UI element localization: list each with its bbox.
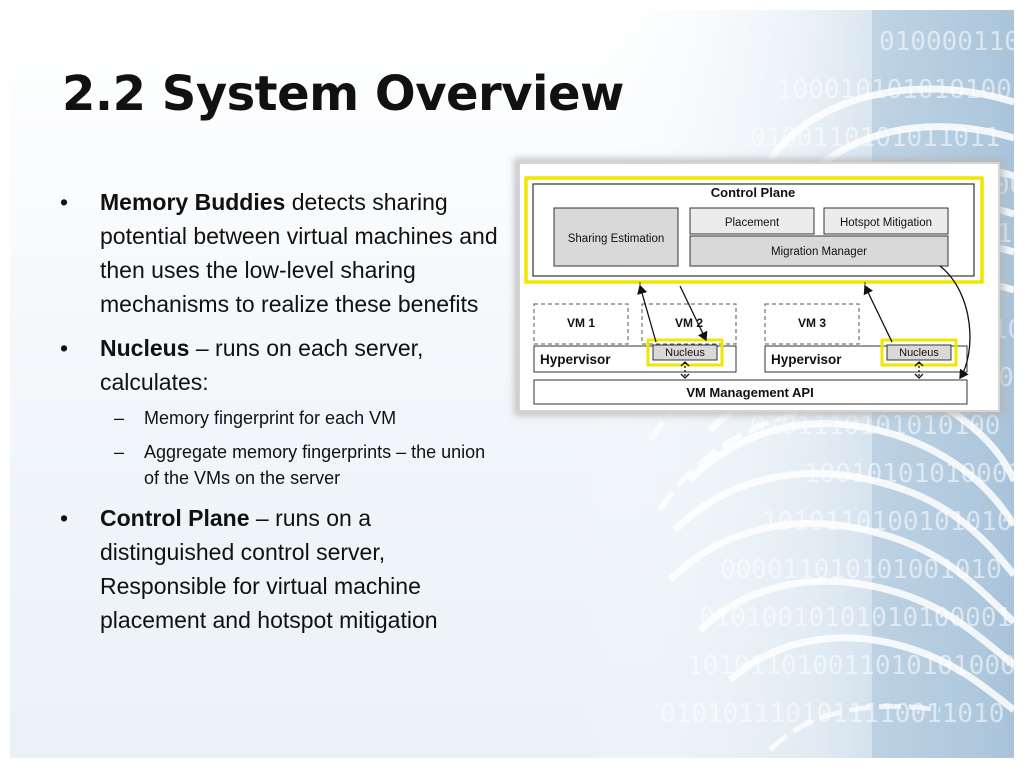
bullet-nucleus: • Nucleus – runs on each server, calcula… [60,331,500,491]
placement-box [689,207,815,235]
dash-glyph: – [114,442,125,462]
bullet-control-plane: • Control Plane – runs on a distinguishe… [60,501,500,637]
placement-label: Placement [725,217,780,229]
hypervisor-label-left: Hypervisor [540,352,611,367]
control-plane-label: Control Plane [711,185,796,200]
arrow-control-to-nucleus-left [679,285,708,342]
vm3-label: VM 3 [798,316,826,330]
nucleus-box-right [886,344,952,361]
arrow-migration-to-api [939,265,971,380]
bullet-memory-buddies: • Memory Buddies detects sharing potenti… [60,185,500,321]
nucleus-box-left [652,344,718,361]
architecture-diagram: Control Plane Sharing Estimation Placeme… [524,176,984,405]
vm1-label: VM 1 [567,316,595,330]
bidirectional-arrow-left [680,361,690,379]
hotspot-mitigation-box [823,207,949,235]
nucleus-highlight-left [646,338,724,367]
dash-glyph: – [114,408,125,428]
arrow-nucleus-to-control-right [863,284,893,343]
vm1-box [533,303,629,345]
bidirectional-arrow-right [914,361,924,379]
arrow-nucleus-to-control-left [637,284,657,343]
sub-bullet-list: –Memory fingerprint for each VM –Aggrega… [100,405,500,491]
vm2-box [641,303,737,345]
vm2-label: VM 2 [675,316,703,330]
fingerprint-ridge [667,520,1014,625]
binary-text-line: 010000110 [879,27,1014,57]
bullet-text: detects sharing potential between virtua… [100,189,498,317]
bullet-glyph: • [60,335,69,361]
bullet-glyph: • [60,505,69,531]
vm-management-api-box [533,379,968,405]
sharing-estimation-label: Sharing Estimation [568,233,665,245]
nucleus-label-left: Nucleus [665,347,705,359]
bullet-list: • Memory Buddies detects sharing potenti… [60,185,500,647]
binary-text-line: 010100101010101000011 [699,603,1014,633]
fingerprint-ridge [727,634,1014,713]
fingerprint-ridge [672,470,1014,578]
bullet-term: Control Plane [100,505,250,531]
hotspot-mitigation-label: Hotspot Mitigation [840,217,932,229]
sub-bullet: –Aggregate memory fingerprints – the uni… [100,439,500,491]
sub-bullet-text: Aggregate memory fingerprints – the unio… [144,442,486,488]
fingerprint-ridge [687,420,1014,527]
binary-text-line: 101011010011010101000 [687,651,1014,681]
hypervisor-label-right: Hypervisor [771,352,842,367]
nucleus-label-right: Nucleus [899,347,939,359]
architecture-figure: Control Plane Sharing Estimation Placeme… [518,162,1000,412]
vm3-box [764,303,860,345]
fingerprint-ridge [697,577,1014,668]
vm-management-api-label: VM Management API [686,385,813,400]
sub-bullet: –Memory fingerprint for each VM [100,405,500,431]
bullet-text: – runs on each server, calculates: [100,335,424,395]
migration-manager-label: Migration Manager [771,246,867,258]
bullet-text: – runs on a distinguished control server… [100,505,438,633]
migration-manager-box [689,235,949,267]
bullet-term: Nucleus [100,335,190,361]
sub-bullet-text: Memory fingerprint for each VM [144,408,397,428]
bullet-term: Memory Buddies [100,189,286,215]
bullet-glyph: • [60,189,69,215]
fingerprint-ridge [768,703,941,752]
nucleus-highlight-right [880,338,958,367]
fingerprint-ridge [767,85,1014,162]
slide-title: 2.2 System Overview [62,66,624,122]
control-plane-highlight [524,176,984,284]
sharing-estimation-box [553,207,679,267]
